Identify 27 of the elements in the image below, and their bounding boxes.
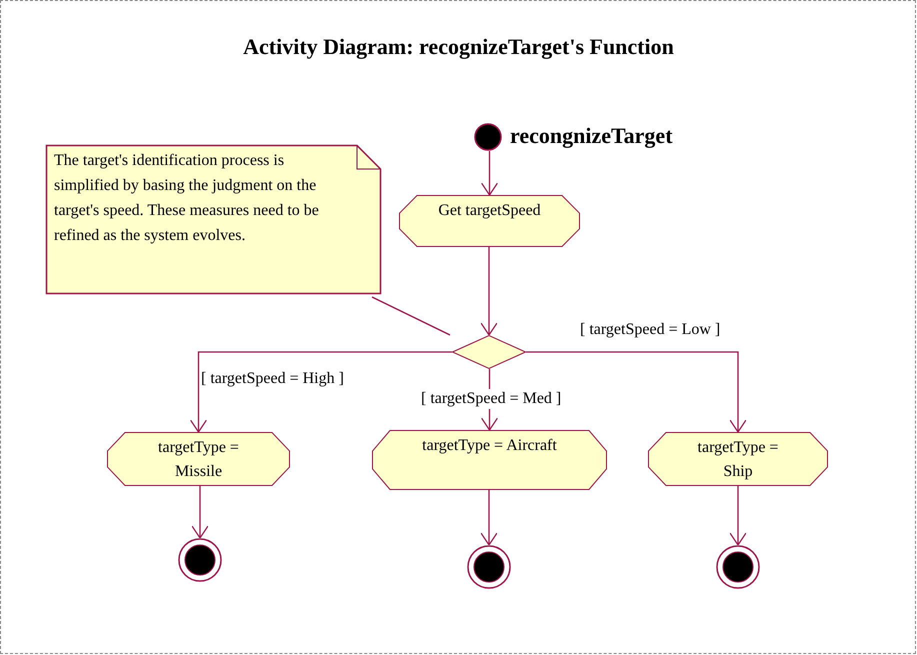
- final-state-circle: [178, 538, 222, 582]
- arrow: [480, 151, 498, 196]
- arrow: [526, 351, 747, 433]
- guard-label: [ targetSpeed = High ]: [201, 369, 344, 389]
- leader-line: [372, 296, 450, 336]
- arrow: [729, 486, 747, 546]
- decision-diamond: [452, 335, 526, 369]
- arrow: [190, 351, 452, 433]
- action-box: [399, 195, 580, 247]
- action-label: targetType = Ship: [696, 438, 780, 482]
- guard-label: [ targetSpeed = Low ]: [580, 320, 720, 340]
- note-text: The target's identification process is simplified by basing the judgment on the target's speed. These measures need to be refined as the system evolves.: [54, 151, 320, 246]
- action-box: [107, 432, 290, 486]
- action-label: targetType = Aircraft: [421, 436, 558, 456]
- final-state-circle: [716, 545, 760, 589]
- guard-label: [ targetSpeed = Med ]: [421, 389, 562, 409]
- arrow: [191, 486, 209, 539]
- action-label: targetType = Missile: [157, 438, 240, 482]
- arrow: [480, 247, 498, 336]
- diagram-title: Activity Diagram: recognizeTarget's Function: [242, 33, 675, 61]
- note-box: [46, 145, 381, 294]
- action-box: [648, 432, 828, 486]
- arrow: [480, 490, 498, 546]
- final-state-circle: [467, 545, 511, 589]
- action-box: [372, 430, 607, 490]
- start-label: recongnizeTarget: [510, 122, 673, 150]
- action-label: Get targetSpeed: [437, 201, 542, 221]
